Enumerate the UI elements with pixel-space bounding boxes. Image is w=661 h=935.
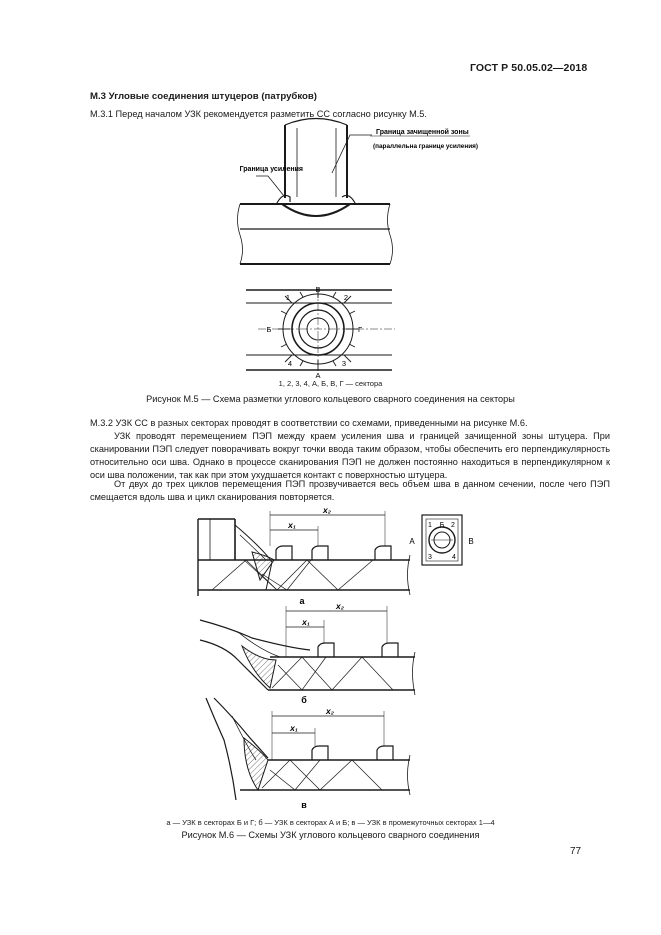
paragraph-m32: М.3.2 УЗК СС в разных секторах проводят … [90, 418, 528, 428]
cleaned-zone-boundary-label: Граница зачищенной зоны [376, 128, 469, 136]
figure-m6-caption: Рисунок М.6 — Схемы УЗК углового кольцев… [181, 830, 480, 840]
subfigure-a-label: а [299, 596, 305, 606]
figure-m6-legend: а — УЗК в секторах Б и Г; б — УЗК в сект… [166, 818, 495, 827]
section-heading: М.3 Угловые соединения штуцеров (патрубк… [90, 91, 317, 102]
sector-a-label: А [315, 371, 320, 380]
cleaned-zone-note-label: (параллельна границе усиления) [373, 143, 478, 150]
sector-g-label: Г [358, 325, 362, 334]
sector-1-label: 1 [286, 293, 290, 302]
sector-v-label: В [315, 285, 320, 294]
page-number: 77 [570, 846, 582, 857]
paragraph-m31: М.3.1 Перед началом УЗК рекомендуется ра… [90, 109, 427, 119]
dimension-x2-label-c: x₂ [325, 706, 335, 716]
inset-sector-3-label: 3 [428, 554, 432, 561]
inset-sector-v-label: В [468, 537, 473, 546]
dimension-x1-label-b: x₁ [301, 617, 310, 627]
inset-sector-1-label: 1 [428, 522, 432, 529]
dimension-x1-label-a: x₁ [287, 520, 296, 530]
dimension-x2-label-a: x₂ [322, 505, 332, 515]
inset-sector-4-label: 4 [452, 554, 456, 561]
subfigure-c-label: в [301, 800, 307, 810]
inset-sector-b-label: Б [440, 522, 445, 529]
sector-2-label: 2 [344, 293, 348, 302]
reinforcement-boundary-label: Граница усиления [240, 166, 303, 173]
inset-sector-a-label: А [409, 537, 415, 546]
sector-4-label: 4 [288, 359, 292, 368]
document-code-header: ГОСТ Р 50.05.02—2018 [470, 62, 588, 74]
figure-m5-caption: Рисунок М.5 — Схема разметки углового ко… [146, 394, 515, 404]
paragraph-cycles: От двух до трех циклов перемещения ПЭП п… [90, 479, 610, 502]
dimension-x2-label-b: x₂ [335, 601, 345, 611]
subfigure-b-label: б [301, 695, 307, 705]
figure-m5-legend: 1, 2, 3, 4, А, Б, В, Г — сектора [278, 379, 383, 388]
dimension-x1-label-c: x₁ [289, 723, 298, 733]
sector-b-label: Б [267, 325, 272, 334]
sector-3-label: 3 [342, 359, 346, 368]
paragraph-scanning: УЗК проводят перемещением ПЭП между крае… [90, 431, 610, 480]
inset-sector-2-label: 2 [451, 522, 455, 529]
